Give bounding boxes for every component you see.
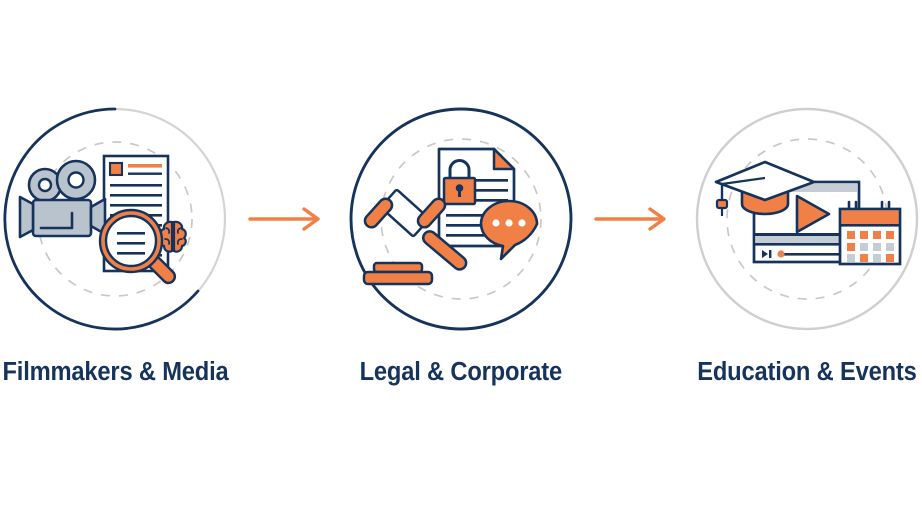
gavel-icon xyxy=(362,188,468,286)
player-controls xyxy=(762,250,852,258)
outer-ring-navy-arc xyxy=(3,107,200,331)
stage-education-events[interactable]: Education & Events xyxy=(682,104,922,387)
graduation-cap-icon xyxy=(714,160,816,216)
lock-icon xyxy=(442,159,477,206)
stage-label-legal-corporate: Legal & Corporate xyxy=(359,358,563,386)
stage-row: Filmmakers & Media xyxy=(0,104,922,387)
connector-arrow-2 xyxy=(586,104,682,334)
speech-bubble-icon xyxy=(479,199,539,261)
arrow-right-icon xyxy=(248,207,320,231)
player-progress-handle xyxy=(777,250,785,258)
stage-label-filmmakers-media: Filmmakers & Media xyxy=(2,358,228,386)
magnifying-glass-icon xyxy=(98,208,176,285)
play-button-icon xyxy=(795,194,831,234)
calendar-icon xyxy=(838,200,902,266)
stage-filmmakers-media[interactable]: Filmmakers & Media xyxy=(0,104,240,387)
badge-education-events xyxy=(692,104,922,334)
connector-arrow-1 xyxy=(240,104,336,334)
stage-label-education-events: Education & Events xyxy=(697,358,917,386)
dashed-inner-circle xyxy=(380,138,542,300)
arrow-right-icon xyxy=(594,207,666,231)
stage-legal-corporate[interactable]: Legal & Corporate xyxy=(336,104,586,387)
film-camera-icon xyxy=(18,159,107,239)
badge-filmmakers-media xyxy=(0,104,230,334)
badge-legal-corporate xyxy=(346,104,576,334)
brain-icon xyxy=(159,220,187,253)
